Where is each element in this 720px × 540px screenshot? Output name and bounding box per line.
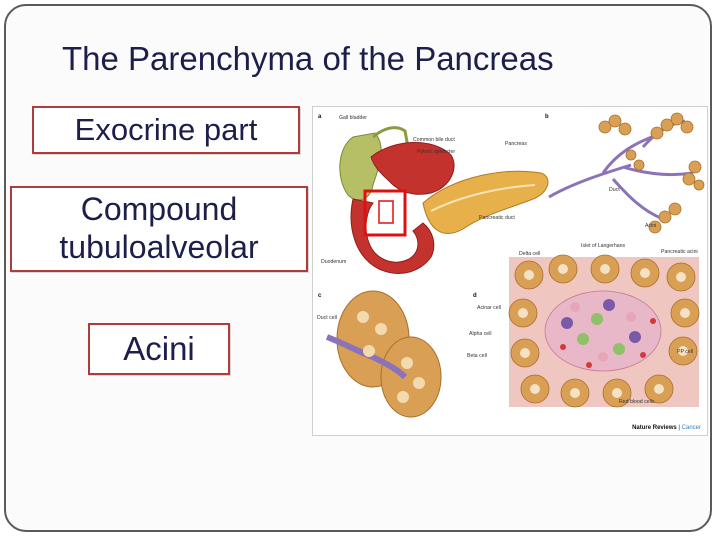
label-acini: Acini: [645, 223, 656, 229]
label-common-bile-duct: Common bile duct: [413, 137, 455, 143]
label-delta-cell: Delta cell: [519, 251, 540, 257]
panel-c-acinus-section: Duct cell: [317, 290, 442, 418]
duct-cell-tube: [325, 334, 408, 380]
figure-credit: Nature Reviews | Cancer: [632, 425, 701, 431]
panel-letter-c: c: [318, 293, 322, 299]
panel-letter-a: a: [318, 114, 322, 120]
highlight-box-head-region: [363, 189, 407, 237]
panel-d-islet-tissue: Delta cell Islet of Langerhans Pancreati…: [467, 243, 700, 408]
cystic-duct-shape: [372, 126, 410, 148]
islet-of-langerhans-cluster: [544, 290, 662, 372]
label-pancreas: Pancreas: [505, 141, 527, 147]
duct-branches: [548, 119, 694, 221]
pancreas-anatomy-figure: a Gall bladder Common bile duct Pyloric …: [312, 106, 708, 436]
label-gall-bladder: Gall bladder: [339, 115, 367, 121]
acini-clusters: [598, 112, 705, 234]
label-islet-of-langerhans: Islet of Langerhans: [581, 243, 626, 249]
stomach-shape: [370, 142, 455, 195]
label-duct: Duct: [609, 187, 620, 193]
panel-a-organ-illustration: Gall bladder Common bile duct Pyloric sp…: [321, 115, 549, 274]
term-box-compound-tubuloalveolar: Compound tubuloalveolar: [10, 186, 308, 272]
label-beta-cell: Beta cell: [467, 353, 487, 359]
label-pancreatic-duct: Pancreatic duct: [479, 215, 515, 221]
label-duct-cell: Duct cell: [317, 315, 337, 321]
acinar-lumina: [357, 311, 425, 403]
label-pancreatic-acini: Pancreatic acini: [661, 249, 698, 255]
duodenum-shape: [350, 198, 435, 274]
figure-illustration: a Gall bladder Common bile duct Pyloric …: [317, 112, 705, 418]
label-duodenum: Duodenum: [321, 259, 346, 265]
credit-journal: Nature Reviews: [632, 425, 677, 431]
label-acinar-cell: Acinar cell: [477, 305, 501, 311]
label-pyloric-sphincter: Pyloric sphincter: [417, 149, 455, 155]
credit-section: Cancer: [681, 425, 701, 431]
panel-letter-b: b: [545, 114, 549, 120]
credit-separator: |: [678, 425, 680, 431]
label-pp-cell: PP cell: [677, 349, 693, 355]
highlight-box-inner: [378, 200, 394, 224]
term-box-acini: Acini: [88, 323, 230, 375]
panel-letter-d: d: [473, 293, 477, 299]
term-box-exocrine-part: Exocrine part: [32, 106, 300, 154]
slide-title: The Parenchyma of the Pancreas: [62, 40, 554, 77]
pancreatic-duct-line: [430, 184, 536, 212]
label-red-blood-cells: Red blood cells: [619, 399, 655, 405]
label-alpha-cell: Alpha cell: [469, 331, 492, 337]
acini-lumens: [518, 264, 690, 398]
panel-b-duct-tree: Duct Acini: [548, 112, 705, 234]
acinus-lobule-shape-2: [380, 336, 442, 418]
